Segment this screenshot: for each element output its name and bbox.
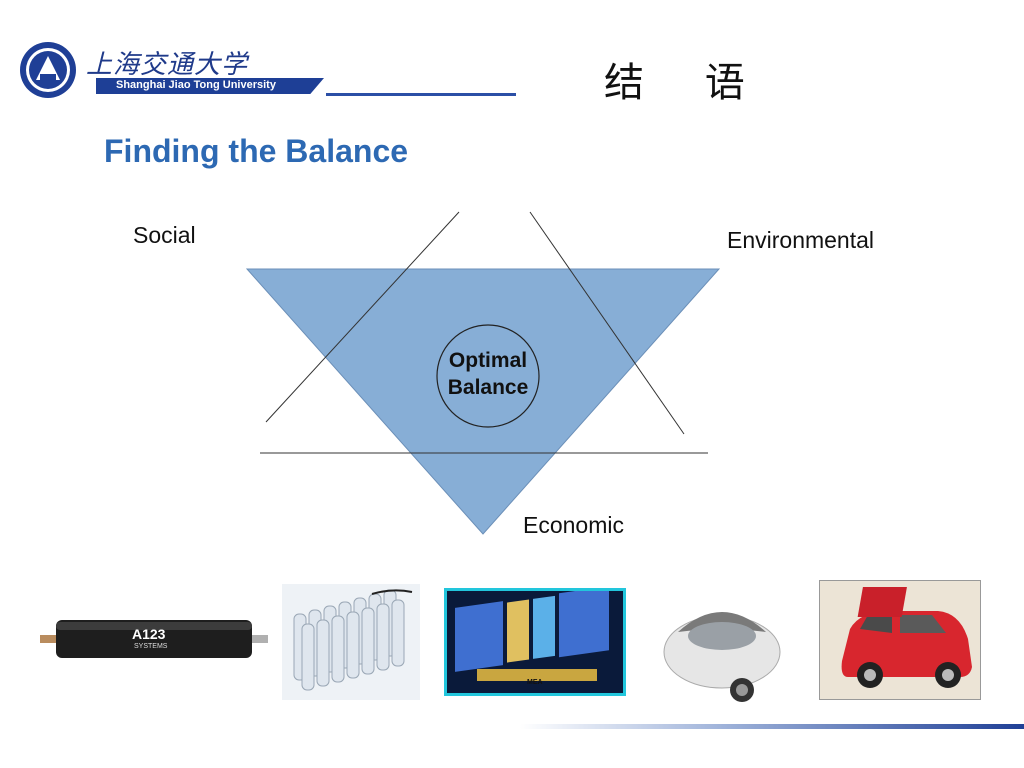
battery-brand-subtext: SYSTEMS [134,643,168,650]
label-economic: Economic [523,512,624,538]
battery-pack-image [282,584,420,700]
environmental-line [529,211,685,435]
battery-brand-text: A123 [132,626,166,642]
university-seal-icon [20,42,76,98]
university-name-en: Shanghai Jiao Tong University [116,79,276,91]
balance-triangle [245,268,721,535]
label-environmental: Environmental [727,227,875,253]
section-heading: Finding the Balance [104,133,409,169]
header-rule [326,93,516,96]
fuel-cell-stack-image: MEA [444,588,626,696]
university-name-band [96,78,324,94]
center-line-2: Balance [447,376,529,399]
social-line [265,211,460,423]
optimal-balance-circle [436,324,540,428]
slide-title: 结 语 [604,60,769,106]
label-social: Social [133,222,196,248]
battery-cell-image: A123 SYSTEMS [40,612,268,666]
center-line-1: Optimal [448,349,528,372]
optimal-balance-label: Optimal Balance [436,347,540,401]
university-name-cn: 上海交通大学 [86,50,249,80]
electric-trike-image [658,592,786,704]
fuel-cell-mea-label: MEA [527,679,543,686]
footer-rule [520,724,1024,729]
red-car-image [819,580,981,700]
